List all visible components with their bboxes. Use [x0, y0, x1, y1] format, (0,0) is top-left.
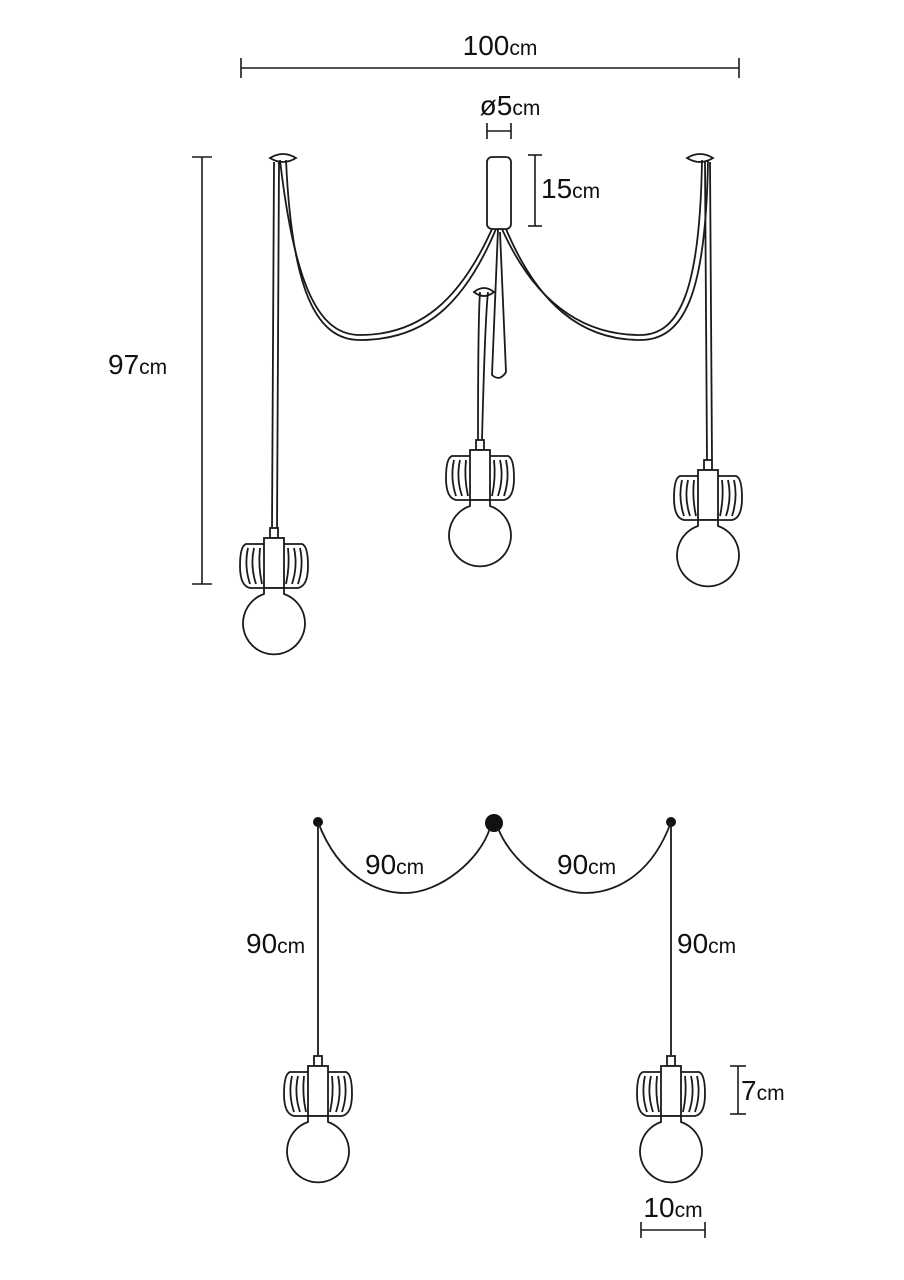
- left-drop-label: 90cm: [246, 928, 305, 959]
- center-lamp: [445, 439, 515, 568]
- center-anchor-dot: [485, 814, 503, 832]
- cord-length-view: 90cm 90cm 90cm 90cm 7cm 10cm: [246, 814, 785, 1238]
- center-hook: [472, 287, 496, 297]
- bottom-left-lamp: [283, 1055, 353, 1184]
- bottom-right-lamp: [636, 1055, 706, 1184]
- right-swag-label: 90cm: [557, 849, 616, 880]
- right-hook: [685, 153, 715, 163]
- right-lamp: [673, 459, 743, 588]
- front-view: 100cm ø5cm 15cm 97cm: [108, 30, 743, 656]
- shade-height-label: 7cm: [741, 1075, 785, 1106]
- canopy: [486, 156, 512, 230]
- left-swag-label: 90cm: [365, 849, 424, 880]
- total-height-label: 97cm: [108, 349, 167, 380]
- total-width-label: 100cm: [463, 30, 538, 61]
- right-drop-label: 90cm: [677, 928, 736, 959]
- shade-width-label: 10cm: [643, 1192, 702, 1223]
- canopy-diameter-label: ø5cm: [480, 90, 541, 121]
- canopy-height-label: 15cm: [541, 173, 600, 204]
- left-hook: [268, 153, 298, 163]
- left-lamp: [239, 527, 309, 656]
